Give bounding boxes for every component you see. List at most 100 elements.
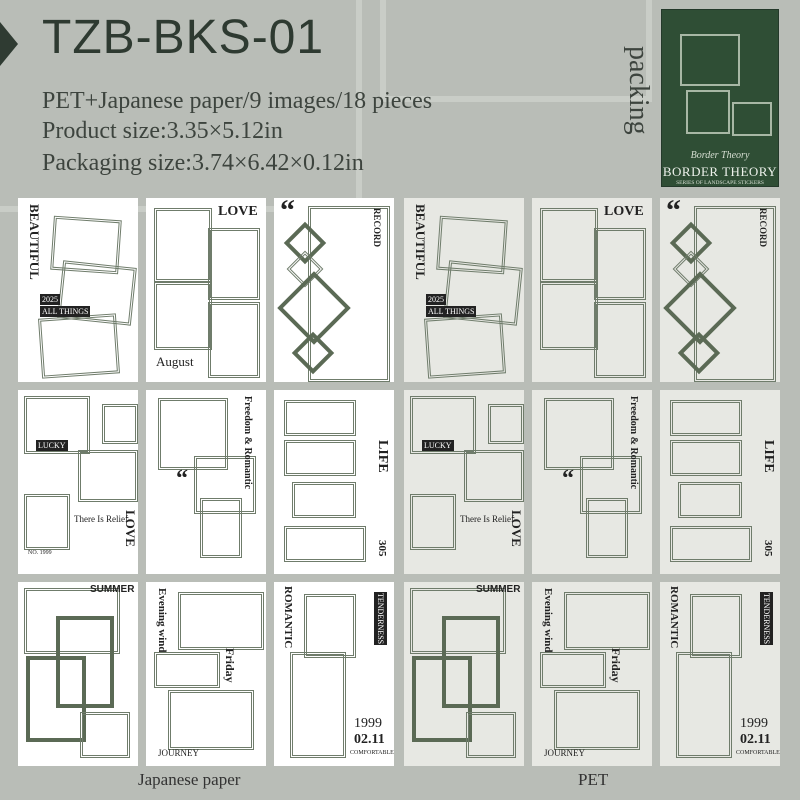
frame — [208, 228, 260, 300]
card-text-journey: JOURNEY — [544, 748, 586, 758]
card-text-lucky: LUCKY — [36, 440, 68, 451]
card-text-love: LOVE — [604, 204, 644, 219]
card-text-romantic: ROMANTIC — [282, 586, 294, 649]
card-text-1999: 1999 — [354, 716, 382, 731]
card-text-evening: Evening wind — [156, 588, 168, 653]
sticker-card-15: ROMANTIC TENDERNESS 1999 02.11 COMFORTAB… — [274, 582, 394, 766]
card-text-comfortable: COMFORTABLE — [350, 750, 394, 756]
card-text-quote: “ — [176, 466, 188, 492]
sticker-card-4: BEAUTIFUL 2025 ALL THINGS — [404, 198, 524, 382]
sticker-card-13: SUMMER — [18, 582, 138, 766]
sticker-card-1: BEAUTIFUL 2025 ALL THINGS — [18, 198, 138, 382]
card-text-quote: “ — [280, 198, 295, 227]
card-text-1999: 1999 — [740, 716, 768, 731]
card-text-romantic: ROMANTIC — [668, 586, 680, 649]
spec-line-2: Product size:3.35×5.12in — [42, 118, 283, 144]
card-text-summer: SUMMER — [476, 584, 521, 595]
frame — [154, 282, 212, 350]
frame — [670, 400, 742, 436]
frame — [554, 690, 640, 750]
frame — [154, 208, 212, 282]
frame — [38, 313, 120, 379]
package-frame-3 — [732, 102, 772, 136]
card-text-year: 2025 — [426, 294, 446, 305]
frame — [158, 398, 228, 470]
caption-pet: PET — [578, 770, 609, 789]
card-text-0211: 02.11 — [354, 732, 385, 747]
sticker-card-8: Freedom & Romantic “ — [146, 390, 266, 574]
frame — [284, 400, 356, 436]
frame — [564, 592, 650, 650]
card-text-friday: Friday — [609, 648, 623, 683]
sticker-card-17: Evening wind Friday JOURNEY — [532, 582, 652, 766]
frame — [412, 656, 472, 742]
frame — [200, 498, 242, 558]
frame — [178, 592, 264, 650]
card-text-beautiful: BEAUTIFUL — [413, 204, 428, 280]
frame — [78, 450, 138, 502]
sticker-card-6: “ RECORD — [660, 198, 780, 382]
frame — [594, 228, 646, 300]
frame — [194, 456, 256, 514]
frame — [466, 712, 516, 758]
card-text-august: August — [156, 354, 194, 369]
frame — [670, 526, 752, 562]
frame — [690, 594, 742, 658]
frame — [168, 690, 254, 750]
frame — [678, 482, 742, 518]
package-frame-2 — [686, 90, 730, 134]
frame — [594, 302, 646, 378]
card-text-all-things: ALL THINGS — [426, 306, 477, 317]
package-image: Border Theory BORDER THEORY SERIES OF LA… — [662, 10, 778, 186]
sticker-card-16: SUMMER — [404, 582, 524, 766]
frame — [26, 656, 86, 742]
card-text-quote: “ — [666, 198, 681, 227]
frame — [284, 526, 366, 562]
frame — [540, 652, 606, 688]
card-text-year: 2025 — [40, 294, 60, 305]
card-text-love: LOVE — [509, 510, 524, 547]
frame — [676, 652, 732, 758]
caption-japanese-paper: Japanese paper — [138, 770, 241, 789]
package-brand: BORDER THEORY — [662, 164, 778, 179]
card-text-num: 305 — [762, 540, 774, 557]
card-text-0211: 02.11 — [740, 732, 771, 747]
sticker-card-3: “ RECORD — [274, 198, 394, 382]
card-text-evening: Evening wind — [542, 588, 554, 653]
frame — [308, 206, 390, 382]
frame — [464, 450, 524, 502]
sticker-card-14: Evening wind Friday JOURNEY — [146, 582, 266, 766]
frame — [410, 494, 456, 550]
spec-line-1: PET+Japanese paper/9 images/18 pieces — [42, 88, 433, 114]
frame — [410, 588, 506, 654]
card-text-journey: JOURNEY — [158, 748, 200, 758]
bg-frame-2 — [380, 0, 652, 102]
card-text-beautiful: BEAUTIFUL — [27, 204, 42, 280]
package-subtitle: SERIES OF LANDSCAPE STICKERS — [676, 180, 764, 186]
frame — [290, 652, 346, 758]
frame — [154, 652, 220, 688]
card-text-love: LOVE — [218, 204, 258, 219]
frame — [304, 594, 356, 658]
package-frame-1 — [680, 34, 740, 86]
frame — [694, 206, 776, 382]
card-text-tenderness: TENDERNESS — [760, 592, 773, 646]
card-text-no: NO. 1999 — [28, 550, 52, 556]
card-text-freedom: Freedom & Romantic — [628, 396, 639, 490]
frame — [24, 396, 90, 454]
sticker-card-18: ROMANTIC TENDERNESS 1999 02.11 COMFORTAB… — [660, 582, 780, 766]
frame — [24, 588, 120, 654]
sticker-card-10: LUCKY There Is Relief LOVE — [404, 390, 524, 574]
sticker-card-9: LIFE 305 — [274, 390, 394, 574]
frame — [544, 398, 614, 470]
sticker-card-2: LOVE August — [146, 198, 266, 382]
frame — [540, 208, 598, 282]
card-text-there-is-relief: There Is Relief — [74, 514, 128, 524]
card-text-summer: SUMMER — [90, 584, 135, 595]
frame — [580, 456, 642, 514]
sticker-card-5: LOVE — [532, 198, 652, 382]
card-text-all-things: ALL THINGS — [40, 306, 91, 317]
frame — [292, 482, 356, 518]
spec-line-3: Packaging size:3.74×6.42×0.12in — [42, 150, 364, 176]
card-text-freedom: Freedom & Romantic — [242, 396, 253, 490]
